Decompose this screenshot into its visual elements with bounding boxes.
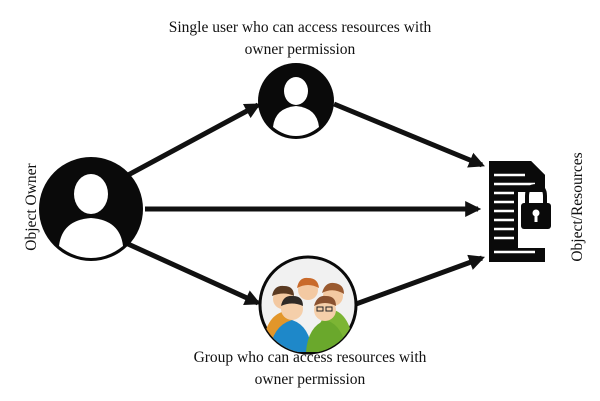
owner-avatar-icon (39, 157, 143, 261)
single-user-label: Single user who can access resources wit… (100, 17, 500, 61)
group-label: Group who can access resources with owne… (110, 347, 510, 391)
arrow-owner-to-group (126, 241, 261, 306)
group-label-line2: owner permission (254, 371, 366, 388)
arrows (126, 101, 486, 307)
object-resources-label: Object/Resources (569, 152, 586, 262)
object-owner-label: Object Owner (23, 163, 40, 251)
arrow-group-to-resources (355, 254, 486, 307)
single-user-label-line1: Single user who can access resources wit… (168, 19, 432, 36)
group-label-line1: Group who can access resources with (193, 349, 427, 366)
arrow-user-to-resources (333, 101, 485, 168)
arrow-owner-to-user (126, 102, 261, 178)
group-people-icon (258, 255, 358, 355)
single-user-avatar-icon (258, 63, 334, 139)
locked-document-icon (489, 161, 551, 262)
single-user-label-line2: owner permission (244, 41, 356, 58)
